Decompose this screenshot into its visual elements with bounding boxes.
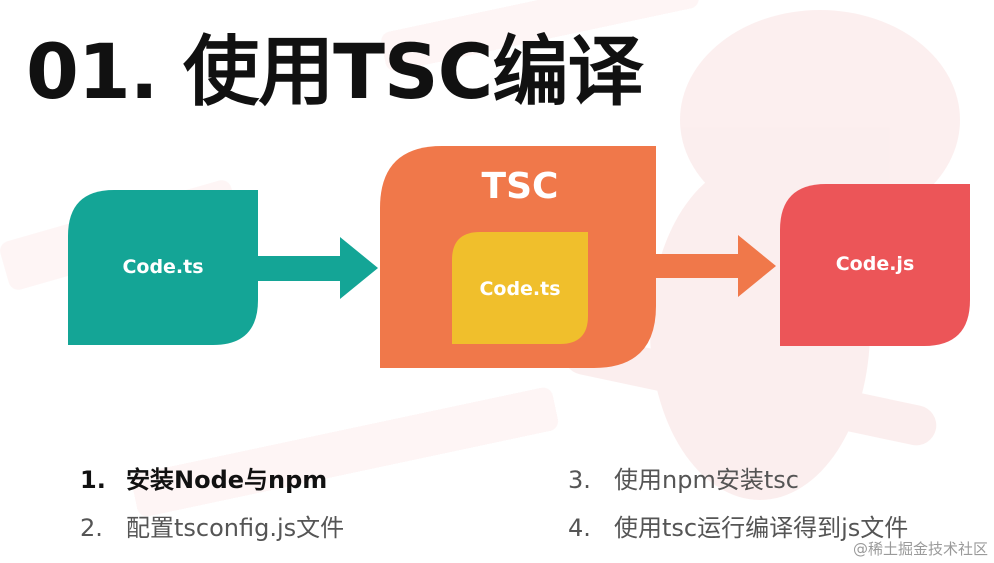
watermark-text: @稀土掘金技术社区 <box>852 540 988 558</box>
step-1: 1. 安装Node与npm <box>80 460 327 495</box>
source-label: Code.ts <box>122 256 203 278</box>
inner-code-box <box>452 232 588 344</box>
steps-list: 1. 安装Node与npm 2. 配置tsconfig.js文件 3. 使用npm安装… <box>0 452 994 552</box>
slide-title: 01. 使用TSC编译 <box>26 27 643 116</box>
step-2: 2. 配置tsconfig.js文件 <box>80 508 344 543</box>
step-1-text: 安装Node与npm <box>126 466 328 494</box>
compiler-label: TSC <box>482 166 559 207</box>
step-4-text: 使用tsc运行编译得到js文件 <box>614 514 909 542</box>
step-3-text: 使用npm安装tsc <box>614 466 799 494</box>
inner-code-label: Code.ts <box>479 278 560 300</box>
step-4-number: 4. <box>568 514 591 542</box>
arrow-right-2 <box>654 235 776 297</box>
step-1-number: 1. <box>80 466 106 494</box>
output-box <box>780 184 970 346</box>
step-4: 4. 使用tsc运行编译得到js文件 <box>568 508 908 543</box>
arrow-right-1 <box>256 237 378 299</box>
step-2-text: 配置tsconfig.js文件 <box>126 514 345 542</box>
step-2-number: 2. <box>80 514 103 542</box>
output-label: Code.js <box>836 253 915 275</box>
source-box <box>68 190 258 345</box>
step-3: 3. 使用npm安装tsc <box>568 460 799 495</box>
step-3-number: 3. <box>568 466 591 494</box>
